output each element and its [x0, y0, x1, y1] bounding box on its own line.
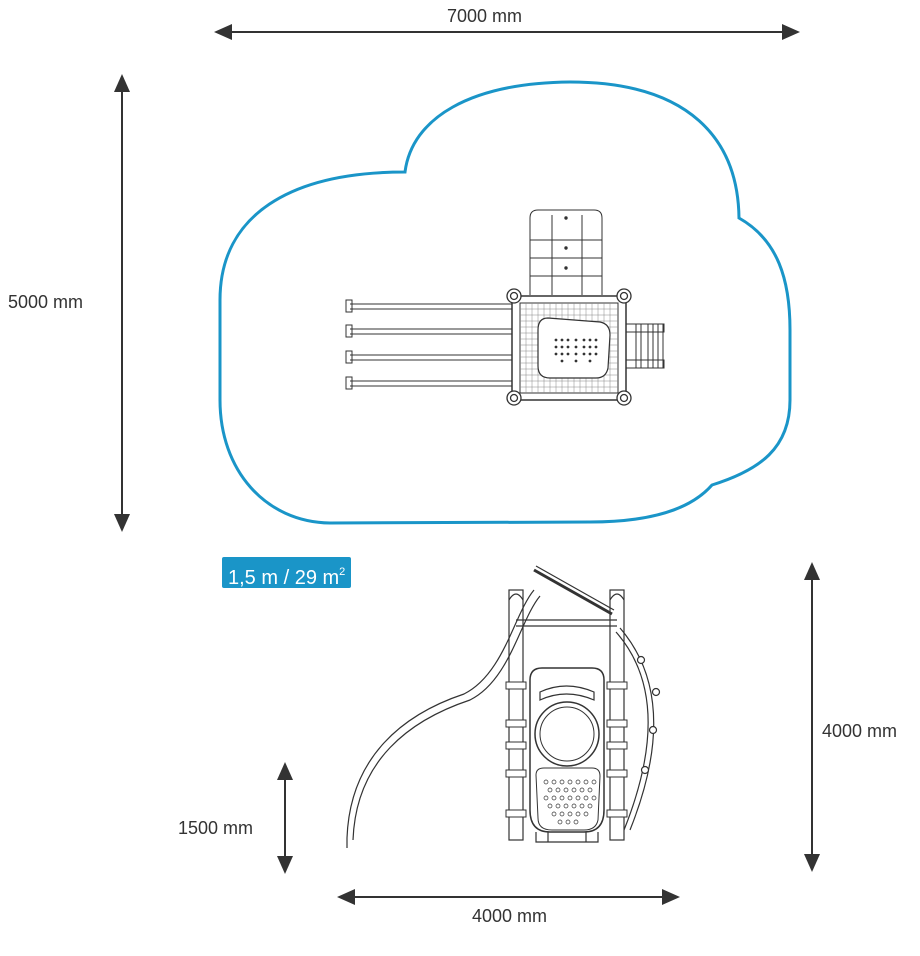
- side-width-label: 4000 mm: [472, 906, 548, 926]
- platform-height-label: 1500 mm: [178, 818, 254, 838]
- side-view-equipment: [346, 565, 661, 848]
- safety-zone-outline: [218, 80, 792, 525]
- post-clamps-side-view: [505, 681, 628, 818]
- top-height-label: 5000 mm: [8, 292, 84, 312]
- handrail-arc-side-view: [619, 627, 655, 831]
- slide-top-view: [529, 209, 603, 295]
- horizontal-bars-top-view: [345, 299, 512, 390]
- top-width-label: 7000 mm: [447, 6, 523, 26]
- ladder-top-view: [625, 323, 665, 369]
- left-post-side-view: [508, 589, 524, 841]
- slide-side-view: [352, 595, 541, 841]
- badge-superscript: 2: [339, 566, 346, 578]
- fall-height-area-badge: 1,5 m / 29 m2: [222, 557, 352, 589]
- climbing-panel-top-view: [537, 317, 611, 379]
- corner-posts-top-view: [506, 288, 632, 406]
- porthole-side-view: [534, 701, 600, 767]
- side-height-label: 4000 mm: [822, 721, 898, 741]
- top-view-equipment: [345, 209, 665, 406]
- badge-text: 1,5 m / 29 m: [228, 567, 340, 589]
- right-post-side-view: [609, 589, 625, 841]
- platform-top-view: [511, 295, 627, 401]
- roof-bar-side-view: [533, 568, 613, 616]
